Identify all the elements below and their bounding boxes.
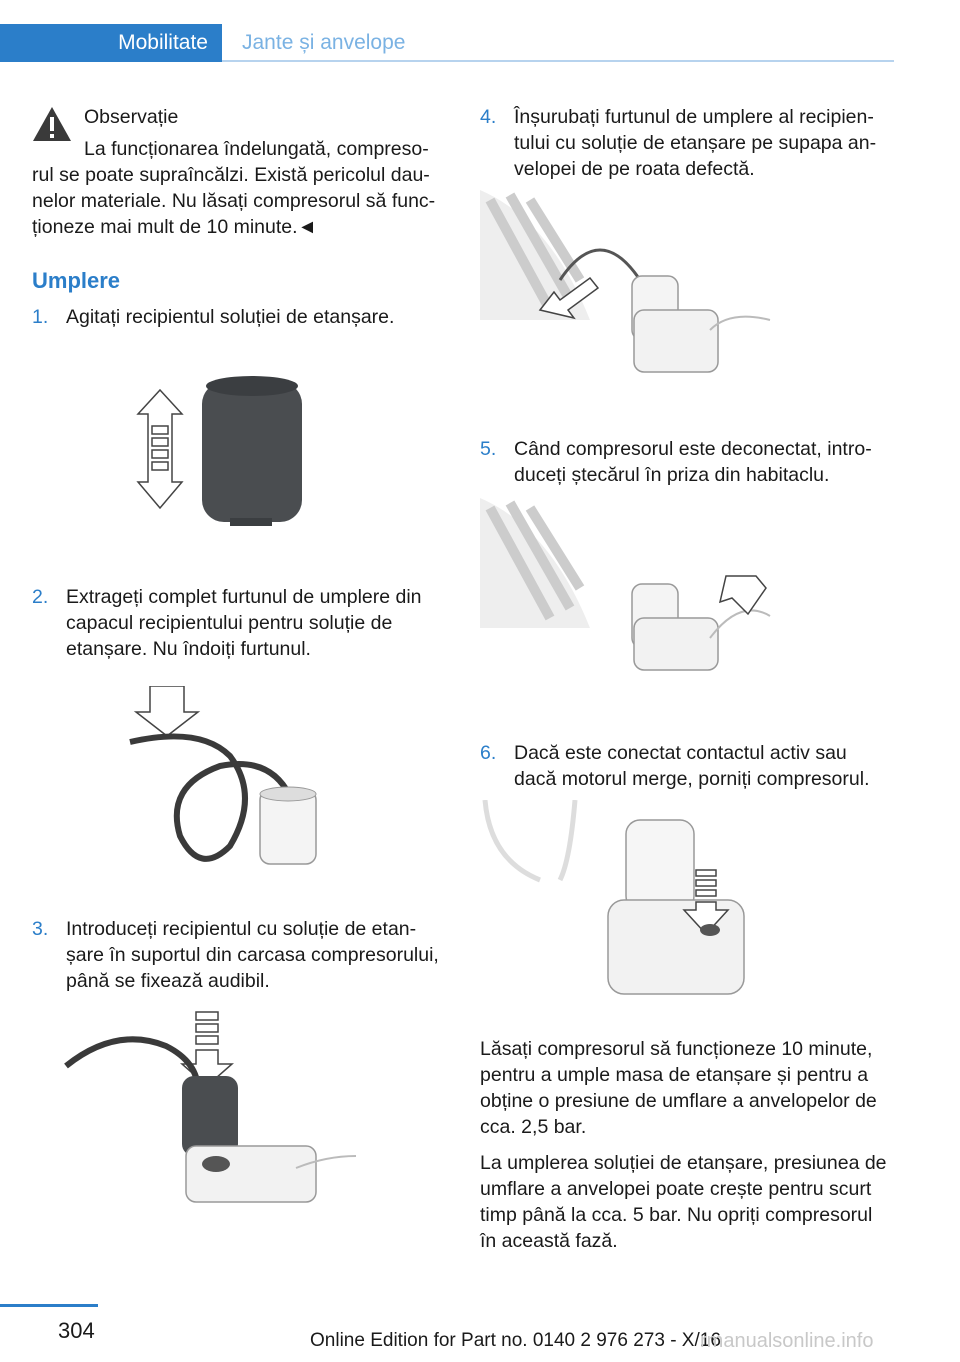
note-text-line: nelor materiale. Nu lăsați compresorul s… [32, 190, 436, 212]
step-4: 4. Înșurubați furtunul de umplere al rec… [480, 104, 900, 184]
footer-accent-line [0, 1304, 98, 1307]
step-1: 1. Agitați recipientul soluției de etanș… [32, 304, 452, 334]
section-heading: Umplere [32, 268, 121, 293]
step-2: 2. Extrageți complet furtunul de umplere… [32, 584, 452, 664]
left-column: Observație La funcționarea îndelungată, … [32, 104, 442, 240]
step-text-line: până se fixează audibil. [66, 970, 270, 992]
step-number: 2. [32, 586, 49, 608]
paragraph-line: timp până la cca. 5 bar. Nu opriți compr… [480, 1204, 873, 1226]
tab-mobilitate[interactable]: Mobilitate [0, 24, 222, 62]
step-text-line: capacul recipientului pentru soluție de [66, 612, 393, 634]
shake-canister-figure [136, 376, 302, 526]
step-text-line: velopei de pe roata defectă. [514, 158, 755, 180]
step-text-line: dacă motorul merge, porniți compresorul. [514, 768, 870, 790]
paragraph-line: în această fază. [480, 1230, 618, 1252]
watermark: rmanualsonline.info [700, 1330, 874, 1352]
step-text-line: duceți ștecărul în priza din habitaclu. [514, 464, 830, 486]
step-3: 3. Introduceți recipientul cu soluție de… [32, 916, 452, 996]
step-text-line: Extrageți complet furtunul de umplere di… [66, 586, 422, 608]
step-text-line: șare în suportul din carcasa compresorul… [66, 944, 439, 966]
hose-to-valve-figure [480, 190, 771, 373]
paragraph-line: cca. 2,5 bar. [480, 1116, 587, 1138]
paragraph-line: La umplerea soluției de etanșare, presiu… [480, 1152, 887, 1174]
warning-note: Observație La funcționarea îndelungată, … [32, 104, 442, 240]
step-number: 4. [480, 106, 497, 128]
hose-extraction-figure [129, 686, 317, 865]
paragraph-line: obține o presiune de umflare a anvelopel… [480, 1090, 877, 1112]
step-text-line: Când compresorul este deconectat, intro- [514, 438, 872, 460]
insert-canister-figure [64, 1011, 357, 1203]
tab-jante-anvelope[interactable]: Jante și anvelope [222, 24, 894, 62]
page-number: 304 [58, 1318, 95, 1343]
note-text-line: La funcționarea îndelungată, compreso- [84, 138, 429, 160]
note-title: Observație [84, 106, 179, 128]
paragraph-line: pentru a umple masa de etanșare și pentr… [480, 1064, 869, 1086]
step-text: Agitați recipientul soluției de etanșare… [66, 306, 395, 328]
step-number: 5. [480, 438, 497, 460]
step-text-line: Introduceți recipientul cu soluție de et… [66, 918, 417, 940]
step-number: 3. [32, 918, 49, 940]
edition-text: Online Edition for Part no. 0140 2 976 2… [310, 1330, 721, 1351]
step-text-line: Dacă este conectat contactul activ sau [514, 742, 847, 764]
step-text-line: etanșare. Nu îndoiți furtunul. [66, 638, 311, 660]
step-number: 1. [32, 306, 49, 328]
paragraph-line: umflare a anvelopei poate crește pentru … [480, 1178, 872, 1200]
step-text-line: tului cu soluție de etanșare pe supapa a… [514, 132, 877, 154]
step-6: 6. Dacă este conectat contactul activ sa… [480, 740, 900, 794]
warning-triangle-icon [33, 107, 71, 141]
header-bar: Mobilitate Jante și anvelope [0, 0, 960, 62]
step-number: 6. [480, 742, 497, 764]
instruction-paragraphs: Lăsați compresorul să funcționeze 10 min… [480, 1036, 900, 1254]
note-text-line: rul se poate supraîncălzi. Există perico… [32, 164, 430, 186]
note-text-line: ționeze mai mult de 10 minute.◄ [32, 216, 317, 238]
plug-socket-figure [480, 498, 771, 671]
start-compressor-figure [482, 800, 745, 995]
paragraph-line: Lăsați compresorul să funcționeze 10 min… [480, 1038, 873, 1060]
step-5: 5. Când compresorul este deconectat, int… [480, 436, 900, 490]
step-text-line: Înșurubați furtunul de umplere al recipi… [514, 106, 874, 128]
